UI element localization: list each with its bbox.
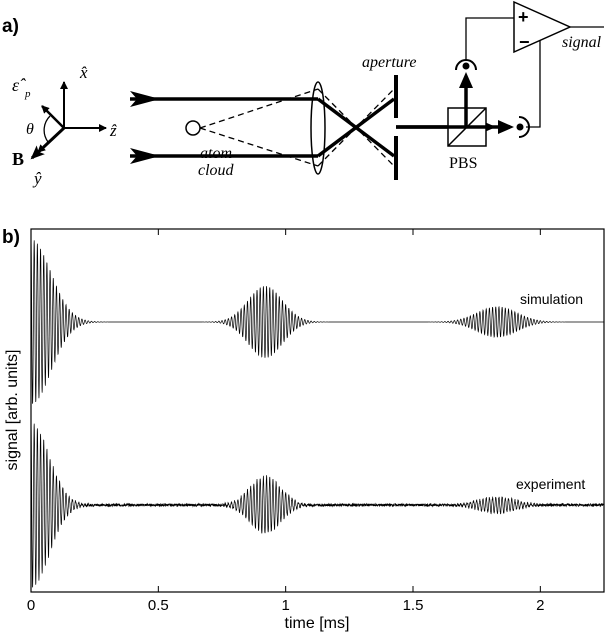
atom-cloud-label-line2: cloud — [198, 162, 235, 179]
plot-frame — [30, 228, 605, 593]
series-line-experiment — [30, 422, 605, 588]
x-tick-label: 2 — [536, 597, 544, 614]
panel-b-label: b) — [2, 227, 20, 248]
pbs-transmitted-arrow — [498, 120, 514, 134]
photodiode-top — [455, 59, 477, 71]
x-axis-label: time [ms] — [285, 615, 350, 632]
x-tick-label: 1.5 — [403, 597, 424, 614]
bottom-beam-arrow — [130, 148, 160, 164]
theta-arc — [43, 115, 51, 143]
series-label-simulation: simulation — [520, 291, 583, 307]
crossing-beam-2 — [316, 97, 396, 158]
wire-right — [514, 39, 541, 128]
differential-amplifier — [513, 0, 572, 54]
plot-series-group — [30, 239, 605, 588]
amp-minus-sign: − — [519, 32, 530, 52]
x-hat-label: x̂ — [79, 63, 88, 82]
z-hat-label: ẑ — [109, 121, 117, 140]
x-tick-label: 1 — [281, 597, 289, 614]
lens — [310, 81, 326, 175]
scatter-dashed-bottom — [199, 127, 319, 167]
x-tick-label: 0 — [27, 597, 35, 614]
signal-label: signal — [562, 34, 602, 51]
x-ticks-group: 0 0.5 1 1.5 2 — [27, 229, 545, 614]
amp-plus-sign: + — [518, 7, 529, 27]
epsilon-subscript: p — [24, 88, 31, 100]
scatter-dashed-top — [199, 88, 319, 129]
series-label-experiment: experiment — [516, 476, 585, 492]
theta-label: θ — [26, 121, 34, 138]
atom-cloud-label-line1: atom — [200, 145, 232, 162]
epsilon-label: ε̂ — [12, 75, 26, 95]
aperture-label: aperture — [362, 54, 417, 71]
y-axis-label: signal [arb. units] — [4, 350, 21, 471]
y-hat-label: ŷ — [32, 169, 42, 188]
polarization-arrow — [41, 105, 65, 129]
coordinate-axes — [30, 81, 107, 160]
reflected-beam-arrow — [459, 72, 473, 88]
x-tick-label: 0.5 — [148, 597, 169, 614]
top-beam-arrow — [130, 91, 160, 107]
wire-top — [465, 17, 514, 60]
atom-cloud-marker — [185, 120, 201, 136]
series-line-simulation — [30, 239, 604, 404]
panel-a-label: a) — [2, 16, 19, 37]
pbs-label: PBS — [449, 155, 477, 172]
b-field-label: B — [12, 149, 24, 169]
b-field-arrow — [30, 126, 66, 160]
